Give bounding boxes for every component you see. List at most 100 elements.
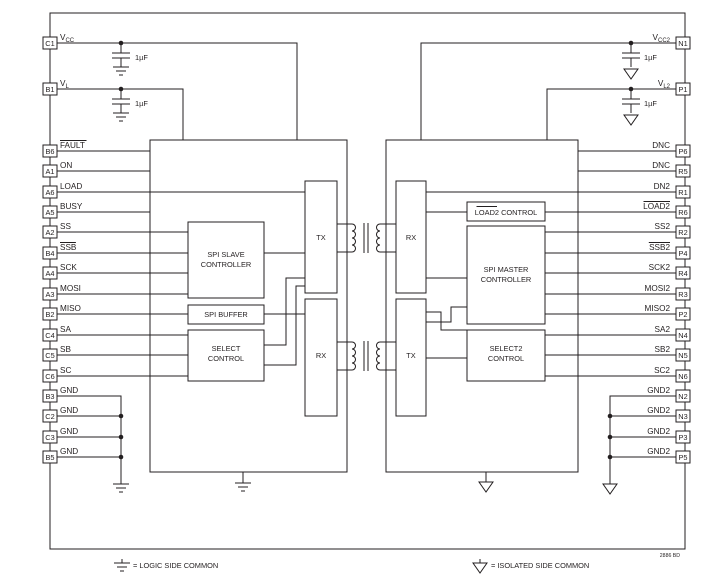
pin-label: SSB2 <box>649 243 670 252</box>
pin-label: SA2 <box>655 325 671 334</box>
pin-id: N6 <box>678 372 687 381</box>
pin-label-main: LOAD2 <box>643 202 670 211</box>
pin-label-main: SC <box>60 366 71 375</box>
tx-right-label: TX <box>406 351 416 360</box>
pin-label-main: GND2 <box>647 406 670 415</box>
pin-id: A5 <box>45 208 54 217</box>
pin-id: C2 <box>45 412 54 421</box>
capacitor-right-vl2: 1µF <box>622 86 657 126</box>
pin-label-main: MOSI <box>60 284 81 293</box>
pin-label-main: MISO <box>60 304 81 313</box>
pin-id: A3 <box>45 290 54 299</box>
pin-label-main: SS <box>60 222 71 231</box>
pin-label-main: SS2 <box>655 222 671 231</box>
pin-label: DNC <box>652 141 670 150</box>
pin-label-main: BUSY <box>60 202 83 211</box>
pin-label: SS2 <box>655 222 671 231</box>
isolated-chip-ground <box>478 472 494 493</box>
spi-slave-controller-block: SPI SLAVE CONTROLLER <box>187 221 265 299</box>
pin-label-main: SSB2 <box>649 243 670 252</box>
pin-label-main: ON <box>60 161 72 170</box>
right-pin-p5: P5 GND2 <box>647 447 691 464</box>
spi-slave-label-2: CONTROLLER <box>201 260 252 269</box>
capacitor-left-vcc: 1µF <box>112 40 148 76</box>
legend-logic-label: = LOGIC SIDE COMMON <box>133 561 218 570</box>
pin-id: N2 <box>678 392 687 401</box>
pin-label: FAULT <box>60 141 85 150</box>
pin-label: MOSI <box>60 284 81 293</box>
pin-label-main: SSB <box>60 243 77 252</box>
pin-id: N5 <box>678 351 687 360</box>
load2-control-block: LOAD2 CONTROL <box>466 201 546 222</box>
pin-label-main: MISO2 <box>645 304 671 313</box>
pin-label-sub: CC <box>65 38 74 44</box>
pin-label: SCK2 <box>649 263 671 272</box>
pin-label-main: GND2 <box>647 447 670 456</box>
rx-left-block: RX <box>304 298 338 417</box>
pin-id: P2 <box>678 310 687 319</box>
right-pin-p6: P6 DNC <box>652 141 691 158</box>
pin-label: GND2 <box>647 447 670 456</box>
select2-control-label-2: CONTROL <box>488 354 524 363</box>
pin-label: SC2 <box>654 366 670 375</box>
pin-id: N3 <box>678 412 687 421</box>
pin-label: LOAD <box>60 182 82 191</box>
pin-id: A2 <box>45 228 54 237</box>
tx-left-block: TX <box>304 180 338 294</box>
isolation-channel-wires <box>337 223 396 371</box>
pin-id: P5 <box>678 453 687 462</box>
pin-label-main: SCK <box>60 263 77 272</box>
pin-id: P3 <box>678 433 687 442</box>
left-pin-column: C1VCCB1VLB6FAULTA1ONA6LOADA5BUSYA2SSB4SS… <box>42 33 87 464</box>
rx-right-label: RX <box>406 233 416 242</box>
pin-label-main: GND2 <box>647 386 670 395</box>
capacitor-right-vcc2: 1µF <box>622 40 657 80</box>
select2-control-block: SELECT2 CONTROL <box>466 329 546 382</box>
cap-label-1: 1µF <box>135 53 148 62</box>
pin-id: R4 <box>678 269 687 278</box>
load2-control-label: LOAD2 CONTROL <box>475 208 537 217</box>
select2-control-label-1: SELECT2 <box>490 344 523 353</box>
left-pin-a2: A2 SS <box>42 222 71 239</box>
right-pin-n2: N2 GND2 <box>647 386 691 403</box>
transformer-bottom <box>351 341 381 371</box>
pin-label: GND2 <box>647 406 670 415</box>
pin-label-main: GND <box>60 447 78 456</box>
pin-label: GND <box>60 386 78 395</box>
left-pin-a3: A3 MOSI <box>42 284 81 301</box>
pin-label: VL2 <box>658 79 671 90</box>
pin-label-sub: L2 <box>663 84 670 90</box>
outer-frame <box>49 12 686 550</box>
pin-label: DNC <box>652 161 670 170</box>
pin-label-main: DN2 <box>654 182 671 191</box>
spi-buffer-block: SPI BUFFER <box>187 304 265 325</box>
pin-label-main: GND2 <box>647 427 670 436</box>
pin-label: SB2 <box>655 345 671 354</box>
right-pin-n5: N5 SB2 <box>655 345 691 362</box>
left-signal-wires <box>57 150 305 377</box>
transformer-top <box>351 223 381 253</box>
pin-label-main: SC2 <box>654 366 670 375</box>
pin-id: P6 <box>678 147 687 156</box>
pin-label: LOAD2 <box>643 202 670 211</box>
pin-label: MISO2 <box>645 304 671 313</box>
pin-id: C6 <box>45 372 54 381</box>
